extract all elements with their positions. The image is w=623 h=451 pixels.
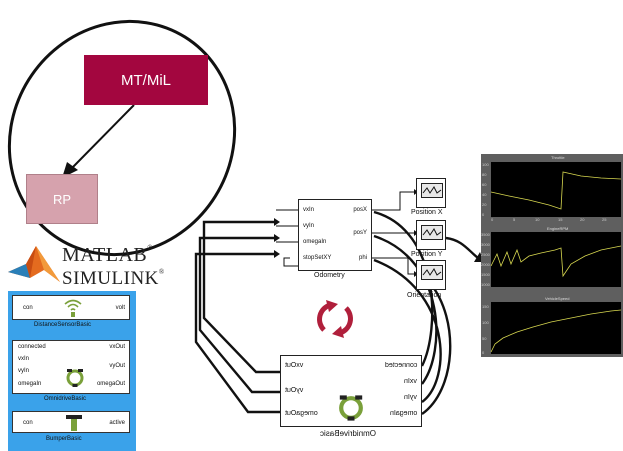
scope-position-y[interactable] xyxy=(416,220,446,250)
omniwheel-icon xyxy=(66,369,84,387)
plot-area-enginerpm xyxy=(491,232,621,287)
mt-mil-label: MT/MiL xyxy=(121,71,171,89)
matlab-reg: ® xyxy=(147,244,154,252)
x-tick: 20 xyxy=(580,217,585,222)
scope-wave-icon xyxy=(422,268,442,276)
block-title: OmnidriveBasic xyxy=(44,396,87,402)
port-label: omegaIn xyxy=(18,381,42,387)
cycle-arrows-icon xyxy=(317,300,353,338)
omnidrive-block[interactable]: connected vxIn vyIn omegaIn vxOut vyOut … xyxy=(12,340,130,394)
scope-screen xyxy=(421,225,443,240)
y-tick: 60 xyxy=(482,182,487,187)
port-label: vxIn xyxy=(303,207,315,213)
y-tick: 3000 xyxy=(481,242,490,247)
x-tick: 10 xyxy=(535,217,540,222)
port-label: con xyxy=(23,420,33,426)
rp-label: RP xyxy=(52,191,72,207)
y-tick: 2000 xyxy=(481,262,490,267)
plot-title: EngineRPM xyxy=(547,226,569,231)
omnidrive-mirrored-title: OmnidriveBasic xyxy=(320,429,377,438)
simulink-reg: ® xyxy=(158,268,165,276)
odometry-block[interactable]: vxIn vyIn omegaIn stopSetXY posX posY ph… xyxy=(298,199,372,271)
port-label: vyIn xyxy=(303,223,315,229)
scope-wave-icon xyxy=(422,228,442,236)
port-label: posX xyxy=(353,207,367,213)
omnidrive-mirrored-block[interactable]: vxOut vyOut omegaOut connected vxIn vyIn… xyxy=(280,355,422,427)
y-tick: 100 xyxy=(482,162,489,167)
port-label: active xyxy=(109,420,125,426)
odometry-title: Odometry xyxy=(314,272,345,279)
y-tick: 1500 xyxy=(481,272,490,277)
omniwheel-icon xyxy=(339,395,363,421)
port-label: posY xyxy=(353,230,367,236)
port-label: vxOut xyxy=(109,344,125,350)
vehiclespeed-line xyxy=(490,309,622,353)
matlab-wordmark: MATLAB® xyxy=(62,244,153,267)
scope-wave-icon xyxy=(422,186,442,194)
y-tick: 80 xyxy=(482,172,487,177)
bumper-icon xyxy=(66,415,82,431)
bumper-block[interactable]: con active xyxy=(12,411,130,433)
port-label: connected xyxy=(18,344,46,350)
scope-label: Orientation xyxy=(407,292,442,299)
port-label: vxIn xyxy=(18,356,30,362)
x-tick: 5 xyxy=(513,217,516,222)
scope-plots xyxy=(490,162,622,354)
x-tick: 0 xyxy=(491,217,494,222)
y-tick: 20 xyxy=(482,202,487,207)
y-tick: 100 xyxy=(482,320,489,325)
simulink-text: SIMULINK xyxy=(62,268,159,289)
scope-label: Position X xyxy=(411,209,443,216)
scope-screen xyxy=(421,265,443,280)
port-label: connected xyxy=(384,362,417,369)
mt-mil-box: MT/MiL xyxy=(84,55,208,105)
scope-orientation[interactable] xyxy=(416,260,446,290)
plot-title: VehicleSpeed xyxy=(545,296,570,301)
y-tick: 0 xyxy=(482,350,485,355)
y-tick: 3500 xyxy=(481,232,490,237)
x-tick: 15 xyxy=(558,217,563,222)
plot-title: Throttle xyxy=(551,155,565,160)
scope-screen xyxy=(421,183,443,198)
plot-area-vehiclespeed xyxy=(491,302,621,354)
port-label: omegaIn xyxy=(389,410,417,417)
x-tick: 25 xyxy=(602,217,607,222)
y-tick: 0 xyxy=(482,212,485,217)
distance-sensor-block[interactable]: con volt xyxy=(12,295,130,320)
enginerpm-line xyxy=(490,245,622,278)
simulink-wordmark: SIMULINK® xyxy=(62,268,165,290)
throttle-line xyxy=(490,171,622,210)
y-tick: 2500 xyxy=(481,252,490,257)
port-label: vyIn xyxy=(404,394,417,401)
scope-plot-window: Throttle EngineRPM VehicleSpeed 100 80 6… xyxy=(481,154,623,357)
port-label: vxOut xyxy=(285,362,304,369)
port-label: volt xyxy=(115,305,125,311)
port-label: phi xyxy=(358,255,367,261)
port-label: con xyxy=(23,305,33,311)
port-label: vyIn xyxy=(18,368,30,374)
block-title: DistanceSensorBasic xyxy=(34,322,92,328)
y-tick: 40 xyxy=(482,192,487,197)
port-label: vxIn xyxy=(404,378,417,385)
plot-area-throttle xyxy=(491,162,621,217)
block-title: BumperBasic xyxy=(46,436,82,442)
matlab-membrane-icon xyxy=(8,246,60,282)
matlab-text: MATLAB xyxy=(62,244,148,266)
port-label: omegaIn xyxy=(303,239,327,245)
port-label: vyOut xyxy=(109,363,125,369)
scope-position-x[interactable] xyxy=(416,178,446,208)
port-label: vyOut xyxy=(285,387,304,394)
robotino-block-library: con volt DistanceSensorBasic connected v… xyxy=(8,291,136,451)
rp-box: RP xyxy=(26,174,98,224)
port-label: omegaOut xyxy=(96,381,125,387)
port-label: stopSetXY xyxy=(303,255,332,261)
wifi-sensor-icon xyxy=(64,299,82,317)
y-tick: 1000 xyxy=(481,282,490,287)
y-tick: 150 xyxy=(482,304,489,309)
scope-label: Position Y xyxy=(411,251,443,258)
port-label: omegaOut xyxy=(285,410,318,417)
y-tick: 50 xyxy=(482,336,487,341)
